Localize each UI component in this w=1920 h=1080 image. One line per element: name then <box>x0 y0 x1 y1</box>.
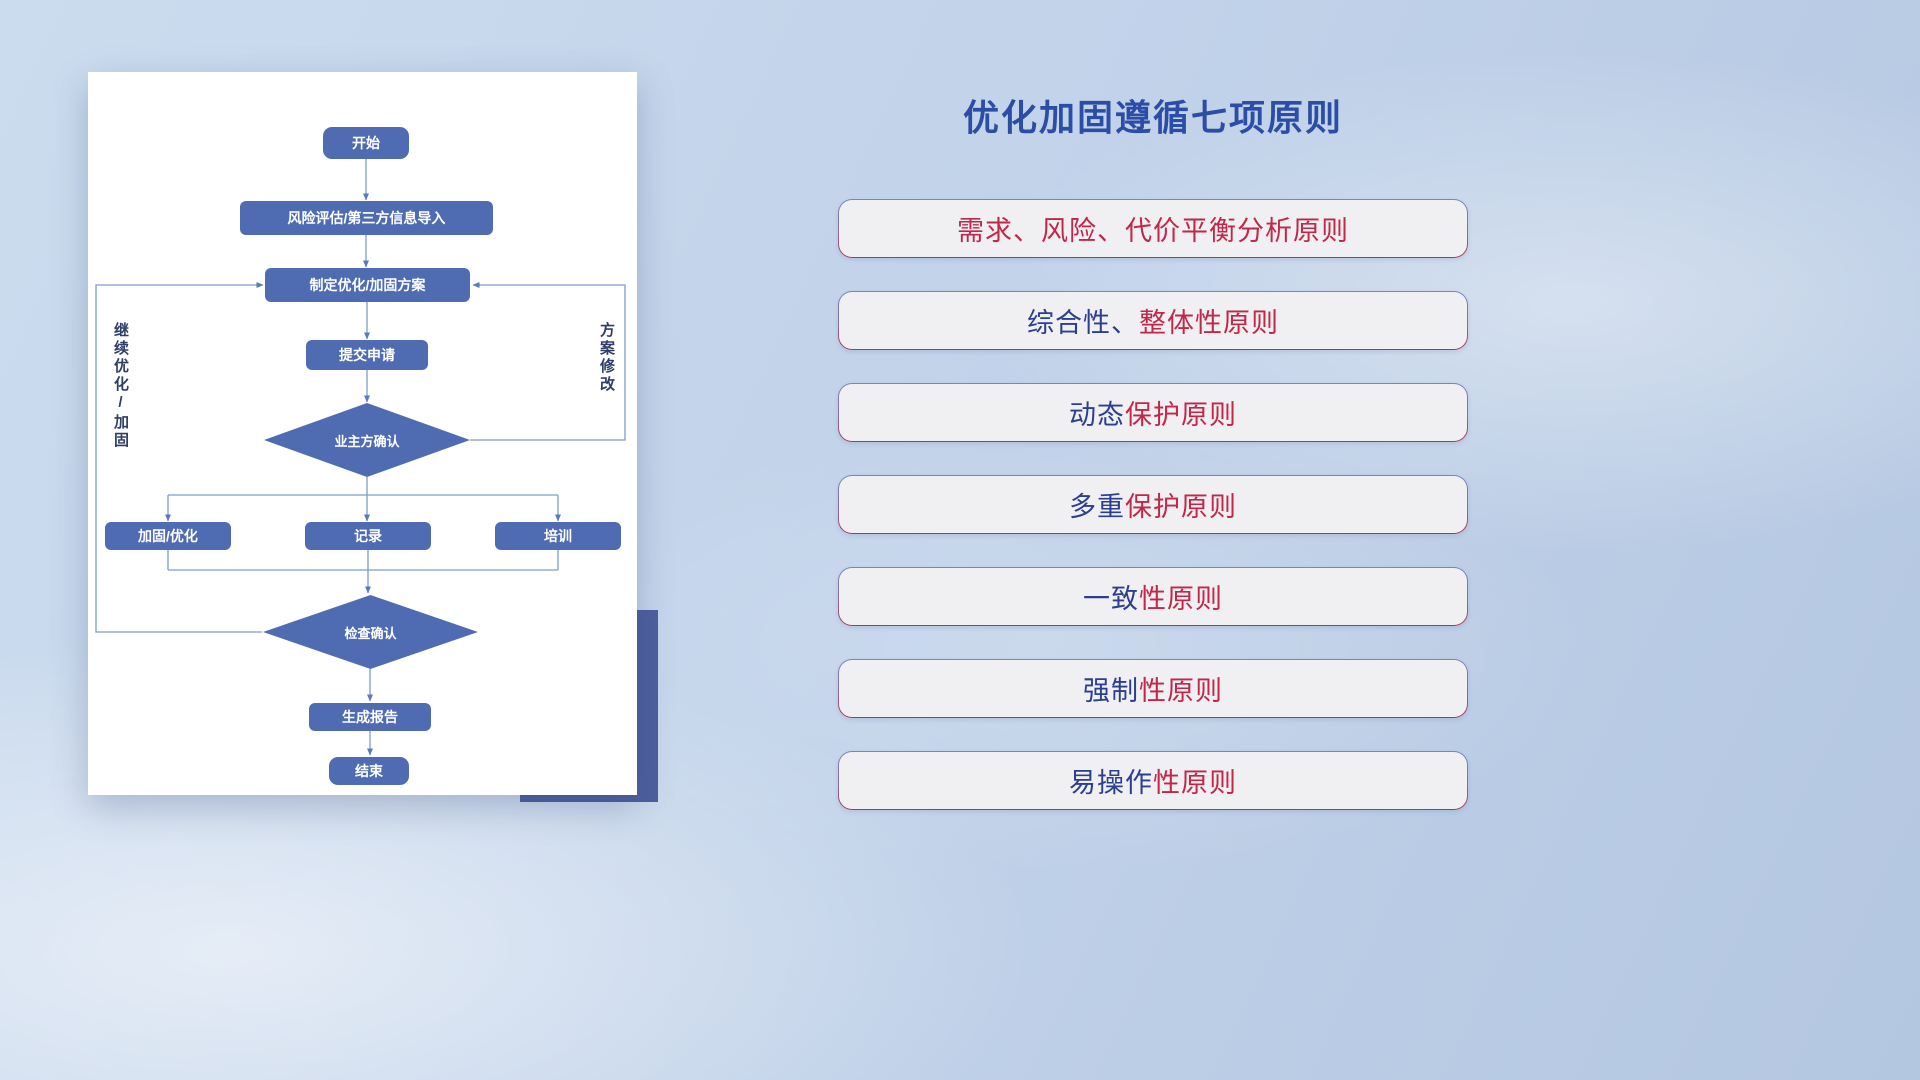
flow-node-reinforce-optimize: 加固/优化 <box>105 522 231 550</box>
principle-box: 多重保护原则 <box>838 475 1468 534</box>
flow-node-submit-request: 提交申请 <box>306 340 428 370</box>
principle-box: 需求、风险、代价平衡分析原则 <box>838 199 1468 258</box>
principle-text-segment: 性原则 <box>1153 768 1237 798</box>
principle-box: 一致性原则 <box>838 567 1468 626</box>
page-title: 优化加固遵循七项原则 <box>962 97 1343 138</box>
flowchart-card: 开始 风险评估/第三方信息导入 制定优化/加固方案 提交申请 业主方确认 加固/… <box>88 72 637 795</box>
edge-label-continue-loop: 继续优化/加固 <box>112 322 129 450</box>
principles-panel: 优化加固遵循七项原则 需求、风险、代价平衡分析原则综合性、整体性原则动态保护原则… <box>838 0 1468 843</box>
principle-text-segment: 多重 <box>1069 492 1125 522</box>
edge-label-plan-modify: 方案修改 <box>598 322 615 394</box>
flowchart-connectors <box>95 159 626 756</box>
principle-box: 动态保护原则 <box>838 383 1468 442</box>
principle-text-segment: 整体性原则 <box>1139 308 1279 338</box>
principles-list: 需求、风险、代价平衡分析原则综合性、整体性原则动态保护原则多重保护原则一致性原则… <box>838 199 1468 810</box>
principle-text-segment: 保护原则 <box>1125 400 1237 430</box>
flow-node-risk-assessment: 风险评估/第三方信息导入 <box>240 201 493 235</box>
flow-node-make-plan: 制定优化/加固方案 <box>265 268 470 302</box>
principle-box: 易操作性原则 <box>838 751 1468 810</box>
principle-text-segment: 易操作 <box>1069 768 1153 798</box>
flow-node-start: 开始 <box>323 127 409 159</box>
principle-text-segment: 性原则 <box>1139 584 1223 614</box>
principle-text-segment: 需求、风险、代价平衡分析原则 <box>957 216 1349 246</box>
flow-node-end: 结束 <box>329 757 409 785</box>
principle-text-segment: 动态 <box>1069 400 1125 430</box>
principle-text-segment: 一致 <box>1083 584 1139 614</box>
flow-node-training: 培训 <box>495 522 621 550</box>
principle-text-segment: 保护原则 <box>1125 492 1237 522</box>
flow-node-generate-report: 生成报告 <box>309 703 431 731</box>
flow-node-record: 记录 <box>305 522 431 550</box>
principle-text-segment: 强制 <box>1083 676 1139 706</box>
principle-text-segment: 综合性、 <box>1027 308 1139 338</box>
principle-box: 综合性、整体性原则 <box>838 291 1468 350</box>
principle-text-segment: 性原则 <box>1139 676 1223 706</box>
principle-box: 强制性原则 <box>838 659 1468 718</box>
